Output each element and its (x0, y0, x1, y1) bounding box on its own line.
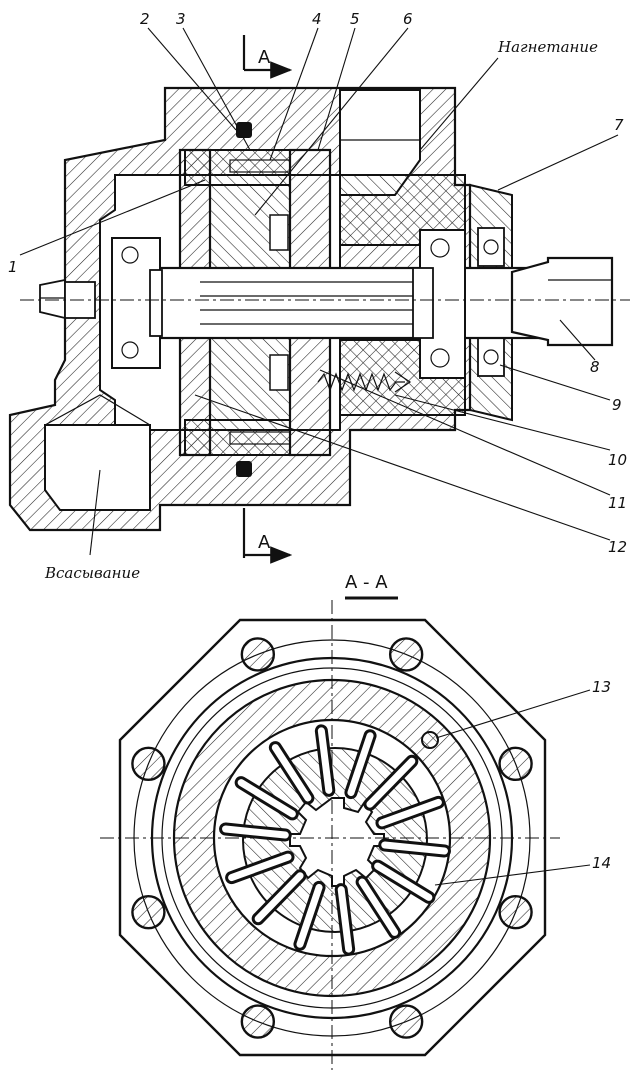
section-title: A - A (345, 572, 388, 593)
label-part-14: 14 (592, 854, 611, 872)
o-ring-top (236, 122, 252, 138)
label-part-3: 3 (176, 10, 186, 28)
label-part-4: 4 (312, 10, 322, 28)
oil-hole (421, 731, 439, 749)
rotor-vane-inner (381, 841, 448, 855)
cut-mark-bottom: A (258, 532, 271, 553)
flange-bolt (131, 894, 166, 930)
label-part-6: 6 (403, 10, 413, 28)
side-section-view: A A (8, 27, 630, 564)
seal-top (477, 227, 505, 267)
rotor-vane-inner (378, 798, 442, 827)
label-part-9: 9 (612, 396, 622, 414)
label-part-11: 11 (608, 494, 627, 512)
rotor-vane-inner (237, 779, 296, 818)
label-part-13: 13 (592, 678, 611, 696)
shaft-end (510, 256, 614, 347)
flange-bolts (131, 637, 533, 1039)
rotor-vane-inner (366, 757, 416, 808)
rotor-vane-inner (337, 886, 353, 953)
rotor-vane-inner (358, 878, 399, 936)
label-part-2: 2 (140, 10, 150, 28)
cut-mark-top: A (258, 47, 271, 68)
rotor-vane-inner (296, 883, 323, 948)
cross-section-view (100, 600, 560, 1070)
flange-bolt (388, 637, 424, 672)
rotor-vane-inner (374, 862, 433, 901)
flange-bolt (240, 637, 276, 672)
label-suction: Всасывание (44, 564, 140, 582)
flange-bolt (498, 894, 533, 930)
rotor-vanes (219, 724, 451, 956)
label-part-8: 8 (590, 358, 600, 376)
spline-bore (289, 797, 385, 887)
suction-port (44, 424, 151, 511)
label-discharge: Нагнетание (497, 38, 598, 56)
drive-shaft (113, 266, 542, 340)
rotor-vane-inner (271, 744, 312, 802)
drain-plug (39, 278, 66, 320)
flange-bolt (498, 746, 533, 782)
label-part-1: 1 (8, 258, 18, 276)
seal-bottom (477, 337, 505, 377)
label-part-12: 12 (608, 538, 627, 556)
rotor-vane-inner (317, 727, 333, 794)
rotor-vane-inner (228, 853, 292, 882)
rotor-vane-inner (347, 732, 374, 797)
rotor-vane-inner (254, 872, 304, 923)
flange-bolt (240, 1004, 276, 1039)
leader-lines (19, 27, 619, 556)
label-part-5: 5 (350, 10, 360, 28)
flange-bolt (131, 746, 166, 782)
o-ring-bottom (236, 461, 252, 477)
flange-bolt (388, 1004, 424, 1039)
label-part-10: 10 (608, 451, 627, 469)
rotor-vane-inner (222, 825, 289, 839)
spring (317, 372, 405, 392)
label-part-7: 7 (614, 116, 624, 134)
